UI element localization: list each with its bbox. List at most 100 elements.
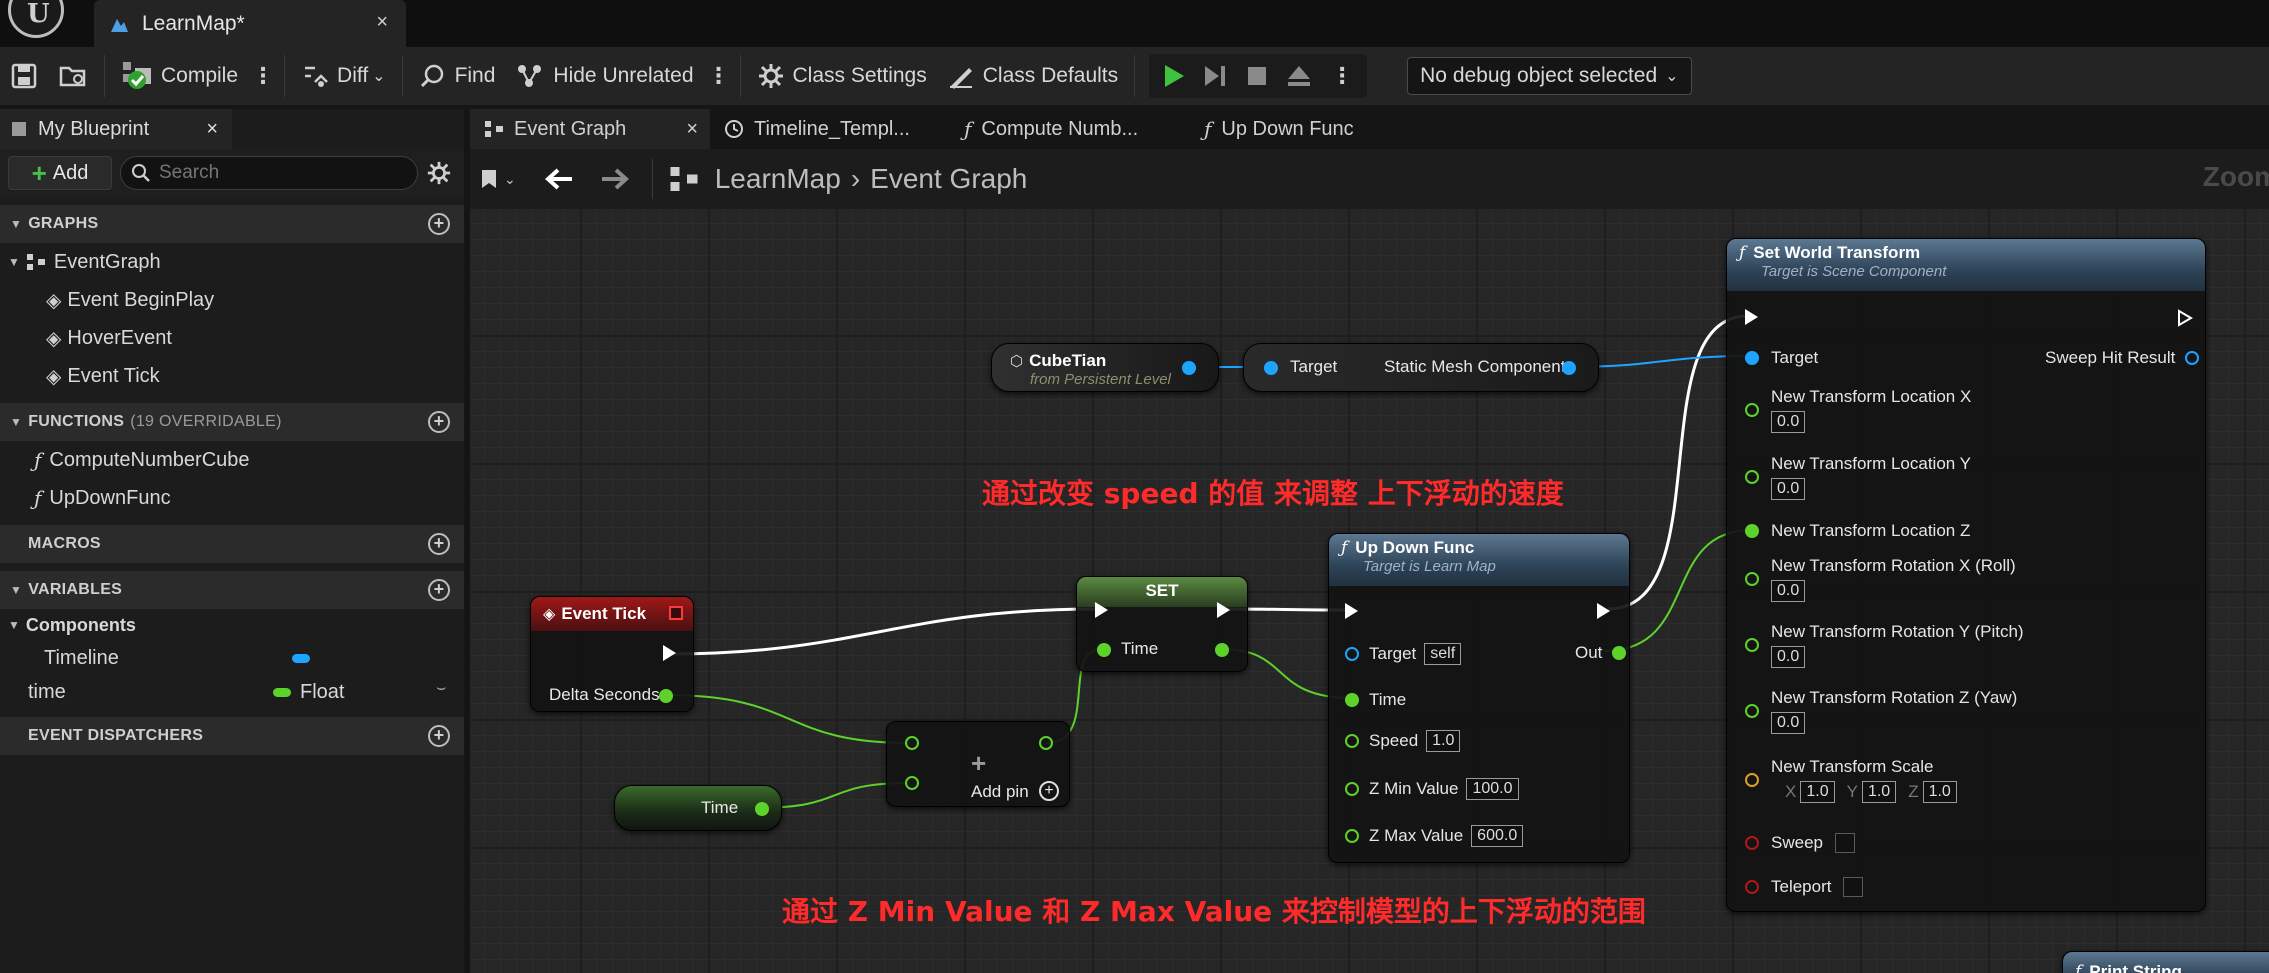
find-options-icon[interactable]: ⋮ — [707, 63, 730, 88]
add-button[interactable]: + Add — [8, 156, 112, 190]
browse-button[interactable] — [48, 47, 98, 105]
add-macro-icon[interactable]: + — [428, 533, 450, 555]
zmax-value[interactable]: 600.0 — [1471, 825, 1524, 847]
rot-x-row[interactable]: New Transform Rotation X (Roll) 0.0 — [1745, 556, 2016, 602]
node-print-string[interactable]: ƒ Print String — [2062, 951, 2269, 973]
rot-z-row[interactable]: New Transform Rotation Z (Yaw) 0.0 — [1745, 688, 2017, 734]
sweep-checkbox[interactable] — [1834, 833, 1855, 853]
add-dispatcher-icon[interactable]: + — [428, 725, 450, 747]
breadcrumb-root[interactable]: LearnMap — [714, 163, 841, 194]
scale-y-value[interactable]: 1.0 — [1861, 781, 1897, 803]
zmin-value[interactable]: 100.0 — [1466, 778, 1519, 800]
tab-up-down-func[interactable]: ƒ Up Down Func — [1190, 109, 1430, 149]
loc-y-row[interactable]: New Transform Location Y 0.0 — [1745, 454, 1971, 500]
variables-section-header[interactable]: ▼ VARIABLES + — [0, 571, 464, 609]
rot-y-input-pin[interactable] — [1745, 638, 1759, 652]
rot-z-input-pin[interactable] — [1745, 704, 1759, 718]
zmin-pin-row[interactable]: Z Min Value 100.0 — [1345, 778, 1519, 800]
node-cubetian[interactable]: ⬡ CubeTian from Persistent Level — [991, 343, 1219, 392]
zmin-input-pin[interactable] — [1345, 782, 1359, 796]
loc-z-input-pin[interactable] — [1745, 524, 1759, 538]
tree-item-components[interactable]: ▼ Components — [0, 609, 464, 641]
add-input-a-pin[interactable] — [905, 736, 919, 750]
tab-my-blueprint[interactable]: My Blueprint × — [0, 109, 232, 149]
node-get-time[interactable]: Time — [614, 785, 782, 831]
class-defaults-button[interactable]: Class Defaults — [937, 47, 1128, 105]
close-icon[interactable]: × — [376, 11, 388, 33]
event-dispatchers-section-header[interactable]: EVENT DISPATCHERS + — [0, 717, 464, 755]
delegate-pin-icon[interactable] — [669, 606, 683, 620]
step-icon[interactable] — [1201, 62, 1229, 90]
exec-input-pin[interactable] — [1745, 309, 1758, 325]
target-input-pin[interactable] — [1745, 351, 1759, 365]
unreal-logo-icon[interactable]: U — [8, 0, 64, 38]
speed-value[interactable]: 1.0 — [1426, 730, 1461, 752]
node-set-time[interactable]: SET Time — [1076, 576, 1248, 672]
scale-row[interactable]: New Transform Scale X 1.0 Y 1.0 Z 1.0 — [1745, 757, 1957, 803]
time-output-pin[interactable] — [755, 802, 769, 816]
speed-pin-row[interactable]: Speed 1.0 — [1345, 730, 1461, 752]
rot-z-value[interactable]: 0.0 — [1771, 712, 1806, 734]
tree-item-updownfunc[interactable]: ƒ UpDownFunc — [0, 479, 464, 517]
add-variable-icon[interactable]: + — [428, 579, 450, 601]
forward-arrow-icon[interactable] — [600, 167, 630, 191]
exec-output-pin[interactable] — [1597, 603, 1610, 619]
tree-item-event-beginplay[interactable]: ◈ Event BeginPlay — [0, 281, 464, 319]
graphs-section-header[interactable]: ▼ GRAPHS + — [0, 205, 464, 243]
tree-item-hoverevent[interactable]: ◈ HoverEvent — [0, 319, 464, 357]
scale-x-value[interactable]: 1.0 — [1800, 781, 1835, 803]
eye-closed-icon[interactable]: ⌣ — [436, 679, 447, 696]
node-add[interactable]: + Add pin + — [886, 721, 1070, 807]
node-set-world-transform[interactable]: ƒ Set World Transform Target is Scene Co… — [1726, 238, 2206, 912]
hide-unrelated-button[interactable]: Hide Unrelated — [505, 47, 703, 105]
rot-y-value[interactable]: 0.0 — [1771, 646, 1806, 668]
macros-section-header[interactable]: MACROS + — [0, 525, 464, 563]
tree-item-computenumbercube[interactable]: ƒ ComputeNumberCube — [0, 441, 464, 479]
rot-x-input-pin[interactable] — [1745, 572, 1759, 586]
speed-input-pin[interactable] — [1345, 734, 1359, 748]
scale-z-value[interactable]: 1.0 — [1922, 781, 1957, 803]
loc-x-input-pin[interactable] — [1745, 403, 1759, 417]
add-graph-icon[interactable]: + — [428, 213, 450, 235]
doc-tab-learnmap[interactable]: LearnMap* × — [94, 0, 406, 47]
compile-button[interactable]: Compile — [111, 47, 248, 105]
add-function-icon[interactable]: + — [428, 411, 450, 433]
target-input-pin[interactable] — [1264, 361, 1278, 375]
functions-section-header[interactable]: ▼ FUNCTIONS (19 OVERRIDABLE) + — [0, 403, 464, 441]
teleport-input-pin[interactable] — [1745, 880, 1759, 894]
swt-target-row[interactable]: Target — [1745, 348, 1818, 368]
stop-icon[interactable] — [1243, 62, 1271, 90]
teleport-checkbox[interactable] — [1843, 877, 1864, 897]
variable-row-time[interactable]: time Float ⌣ — [0, 675, 464, 709]
play-icon[interactable] — [1159, 62, 1187, 90]
node-event-tick[interactable]: ◈ Event Tick Delta Seconds — [530, 596, 694, 712]
zmax-pin-row[interactable]: Z Max Value 600.0 — [1345, 825, 1524, 847]
exec-output-pin[interactable] — [2177, 309, 2193, 327]
close-icon[interactable]: × — [206, 117, 218, 140]
diff-button[interactable]: Diff ⌄ — [291, 47, 396, 105]
add-pin-icon[interactable]: + — [1039, 781, 1059, 801]
eject-icon[interactable] — [1285, 62, 1313, 90]
exec-input-pin[interactable] — [1095, 602, 1108, 618]
exec-output-pin[interactable] — [663, 645, 676, 661]
rot-x-value[interactable]: 0.0 — [1771, 580, 1806, 602]
find-button[interactable]: Find — [409, 47, 506, 105]
component-output-pin[interactable] — [1562, 361, 1576, 375]
tab-timeline-template[interactable]: Timeline_Templ... — [710, 109, 950, 149]
node-up-down-func[interactable]: ƒ Up Down Func Target is Learn Map Targe… — [1328, 533, 1630, 863]
node-get-static-mesh-component[interactable]: Target Static Mesh Component — [1243, 343, 1599, 392]
loc-y-value[interactable]: 0.0 — [1771, 478, 1806, 500]
bookmark-button[interactable]: ⌄ — [480, 168, 516, 190]
object-output-pin[interactable] — [1182, 361, 1196, 375]
tab-compute-number[interactable]: ƒ Compute Numb... — [950, 109, 1190, 149]
loc-z-row[interactable]: New Transform Location Z — [1745, 521, 1970, 541]
time-input-pin[interactable] — [1345, 693, 1359, 707]
target-value[interactable]: self — [1424, 643, 1462, 665]
target-input-pin[interactable] — [1345, 647, 1359, 661]
rot-y-row[interactable]: New Transform Rotation Y (Pitch) 0.0 — [1745, 622, 2024, 668]
add-input-b-pin[interactable] — [905, 776, 919, 790]
time-pin-row[interactable]: Time — [1345, 690, 1406, 710]
loc-y-input-pin[interactable] — [1745, 470, 1759, 484]
sweep-hit-row[interactable]: Sweep Hit Result — [2045, 348, 2200, 368]
loc-x-row[interactable]: New Transform Location X 0.0 — [1745, 387, 1971, 433]
